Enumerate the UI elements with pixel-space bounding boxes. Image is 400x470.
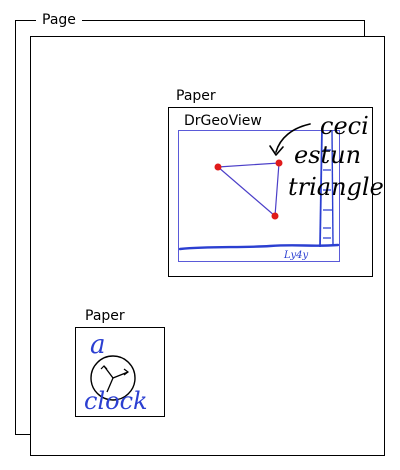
page-title: Page [36, 12, 82, 28]
handwriting-line-2: estun [294, 141, 362, 169]
drgeo-view[interactable] [178, 130, 340, 262]
page-back-sheet-bottom [15, 434, 33, 435]
triangle-point-c [271, 212, 279, 220]
paper-2[interactable] [75, 327, 165, 417]
paper-1-title: Paper [176, 88, 216, 104]
clock-hand-3 [106, 377, 114, 393]
handwriting-signature: Ly4y [284, 250, 309, 261]
clock-circle [90, 355, 136, 401]
triangle-points [214, 159, 283, 220]
drgeo-view-title: DrGeoView [184, 113, 262, 129]
right-ink-ticks [323, 149, 332, 239]
right-ink-line [319, 127, 323, 248]
sketch-bottom-text: clock [84, 387, 148, 415]
handwriting-line-1: ceci [320, 112, 369, 140]
handwriting-line-3: triangle [288, 173, 384, 201]
handwritten-arrow [275, 123, 311, 153]
bottom-ink-line [178, 243, 340, 251]
paper-2-title: Paper [85, 308, 125, 324]
handwritten-arrow-head [269, 145, 284, 156]
triangle [216, 162, 280, 218]
sketch-top-text: a [90, 330, 106, 360]
triangle-point-b [275, 159, 283, 167]
right-ink-line-2 [331, 129, 334, 246]
triangle-point-a [214, 163, 222, 171]
clock-hand-2 [112, 371, 129, 379]
